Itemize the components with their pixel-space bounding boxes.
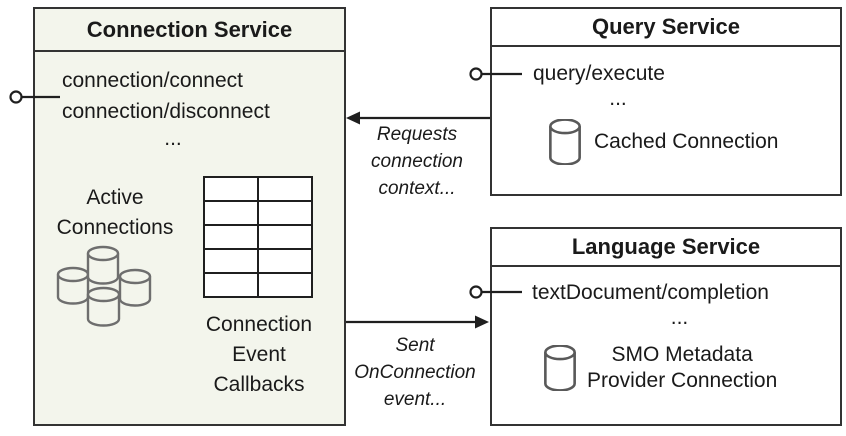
cylinder-top bbox=[86, 245, 120, 285]
callbacks-table-cell bbox=[205, 178, 257, 200]
callbacks-table-cell bbox=[205, 226, 257, 248]
cylinder-bottom bbox=[86, 286, 121, 327]
callbacks-table-cell bbox=[205, 250, 257, 272]
database-icon bbox=[544, 345, 576, 391]
database-cluster-icon bbox=[56, 245, 152, 327]
callbacks-table-cell bbox=[259, 274, 311, 296]
smo-provider-connection-label: SMO Metadata Provider Connection bbox=[587, 343, 778, 392]
methods-ellipsis: ... bbox=[609, 87, 627, 110]
callbacks-table bbox=[203, 176, 313, 298]
language-service-box: Language Service textDocument/completion… bbox=[490, 227, 842, 426]
methods-ellipsis: ... bbox=[670, 306, 689, 329]
smo-provider-row: SMO Metadata Provider Connection bbox=[543, 342, 777, 394]
callbacks-table-cell bbox=[205, 202, 257, 224]
language-service-title: Language Service bbox=[492, 229, 840, 267]
connection-event-callbacks-label: Connection Event Callbacks bbox=[205, 313, 313, 396]
method-connection-disconnect: connection/disconnect bbox=[62, 100, 270, 123]
query-service-box: Query Service query/execute ... Cached C… bbox=[490, 7, 842, 196]
active-connections-label: Active Connections bbox=[56, 186, 174, 239]
cached-connection-label: Cached Connection bbox=[594, 130, 779, 153]
callbacks-table-cell bbox=[259, 202, 311, 224]
sent-onconnection-event-annotation: Sent OnConnection event... bbox=[354, 335, 476, 410]
method-connection-connect: connection/connect bbox=[62, 69, 243, 92]
cached-connection-row: Cached Connection bbox=[548, 119, 778, 165]
sent-onconnection-arrow bbox=[346, 315, 489, 329]
arrowhead-right-icon bbox=[475, 315, 489, 329]
connection-service-methods: connection/connect connection/disconnect… bbox=[62, 65, 284, 151]
method-textdocument-completion: textDocument/completion bbox=[532, 281, 769, 304]
connection-service-title: Connection Service bbox=[35, 9, 344, 52]
cylinder-left bbox=[56, 266, 90, 305]
method-query-execute: query/execute bbox=[533, 62, 665, 85]
callbacks-table-cell bbox=[205, 274, 257, 296]
callbacks-table-cell bbox=[259, 226, 311, 248]
cylinder-right bbox=[118, 268, 152, 307]
connection-service-box: Connection Service connection/connect co… bbox=[33, 7, 346, 426]
database-icon bbox=[549, 119, 581, 165]
query-service-methods: query/execute ... bbox=[533, 61, 763, 111]
requests-connection-context-annotation: Requests connection context... bbox=[371, 124, 463, 199]
language-service-methods: textDocument/completion ... bbox=[532, 280, 832, 330]
callbacks-table-cell bbox=[259, 250, 311, 272]
methods-ellipsis: ... bbox=[164, 127, 182, 150]
callbacks-table-cell bbox=[259, 178, 311, 200]
query-service-title: Query Service bbox=[492, 9, 840, 47]
